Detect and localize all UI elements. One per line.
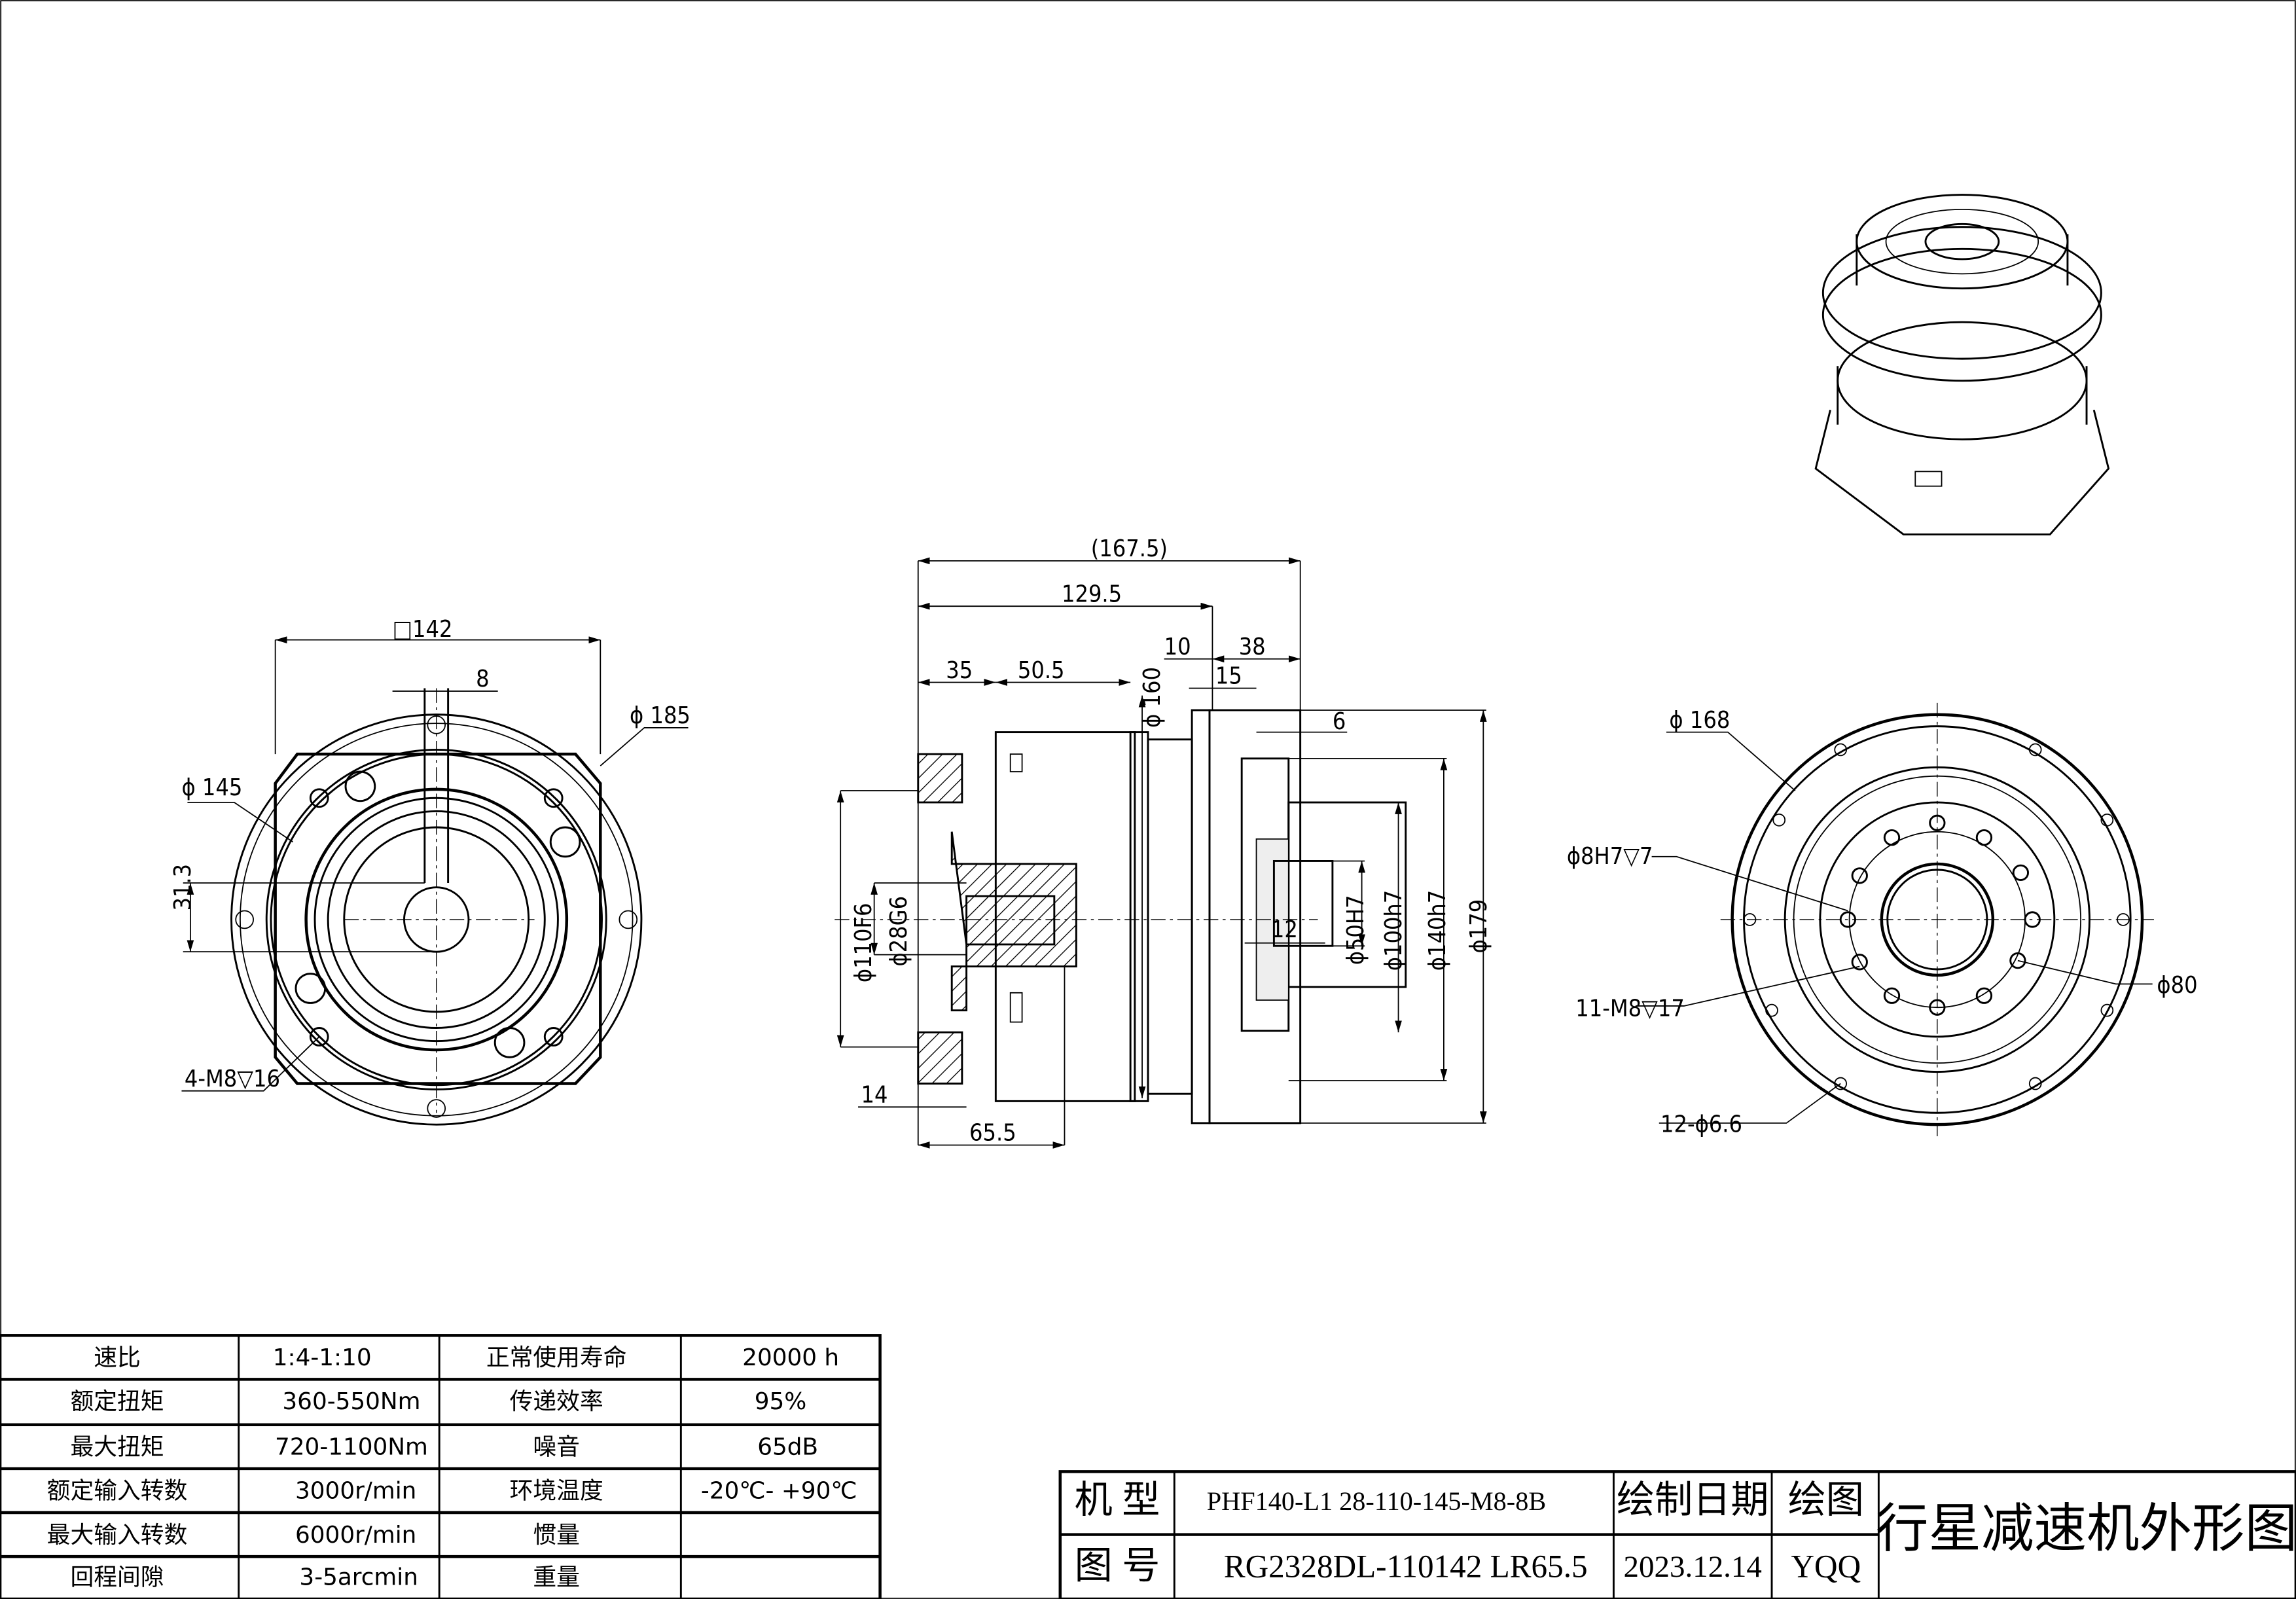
spec-value: 65dB bbox=[757, 1434, 818, 1461]
dim-dia-140: ϕ140h7 bbox=[1424, 890, 1451, 971]
dim-dia-input: ϕ110F6 bbox=[850, 903, 877, 982]
front-view-output: ϕ 168 ϕ8H7▽7 11-M8▽17 ϕ80 12-ϕ6.6 bbox=[1567, 702, 2198, 1138]
dim-dia-shaft: ϕ28G6 bbox=[886, 896, 912, 967]
dim-129-5: 129.5 bbox=[1062, 581, 1122, 607]
mount-hole-markers bbox=[235, 715, 638, 1118]
spec-label: 惯量 bbox=[533, 1522, 580, 1549]
drawing-no-label: 图 号 bbox=[1075, 1545, 1160, 1587]
spec-label: 额定扭矩 bbox=[70, 1388, 164, 1415]
isometric-view bbox=[1814, 194, 2110, 536]
drawing-title: 行星减速机外形图 bbox=[1876, 1500, 2296, 1558]
dim-key-height: 31.3 bbox=[170, 864, 196, 911]
dim-tapped-holes: 11-M8▽17 bbox=[1575, 996, 1685, 1022]
spec-value: 1:4-1:10 bbox=[273, 1344, 372, 1371]
spec-row: 额定输入转数 3000r/min 环境温度 -20℃- +90℃ bbox=[47, 1478, 857, 1505]
dim-65-5: 65.5 bbox=[969, 1120, 1016, 1147]
side-view-section: (167.5) 129.5 35 50.5 ϕ 160 10 38 15 6 ϕ… bbox=[834, 535, 1492, 1149]
model-value: PHF140-L1 28-110-145-M8-8B bbox=[1207, 1486, 1546, 1516]
dim-mount-holes-output: 12-ϕ6.6 bbox=[1660, 1111, 1742, 1138]
drawing-no-value: RG2328DL-110142 LR65.5 bbox=[1224, 1549, 1588, 1585]
spec-value: 6000r/min bbox=[295, 1522, 416, 1549]
spec-row: 最大输入转数 6000r/min 惯量 bbox=[47, 1522, 580, 1549]
spec-value: 720-1100Nm bbox=[275, 1434, 428, 1461]
dim-key-width: 8 bbox=[476, 666, 489, 692]
spec-table: 速比 1:4-1:10 正常使用寿命 20000 h 额定扭矩 360-550N… bbox=[0, 1334, 882, 1599]
dim-dia-50: ϕ50H7 bbox=[1342, 895, 1369, 965]
spec-value: 3000r/min bbox=[295, 1478, 416, 1505]
dim-mount-holes: 4-M8▽16 bbox=[185, 1066, 280, 1092]
dim-dia-185: ϕ 185 bbox=[630, 702, 691, 729]
dim-bore: ϕ80 bbox=[2157, 972, 2197, 999]
dim-50-5: 50.5 bbox=[1018, 657, 1065, 684]
spec-label: 回程间隙 bbox=[70, 1564, 164, 1591]
spec-label: 最大扭矩 bbox=[70, 1434, 164, 1461]
dim-dia-145: ϕ 145 bbox=[181, 774, 242, 801]
front-view-input: □142 8 ϕ 185 ϕ 145 31.3 4-M8▽16 bbox=[170, 616, 691, 1126]
spec-label: 最大输入转数 bbox=[47, 1522, 188, 1549]
spec-value: 360-550Nm bbox=[282, 1388, 420, 1415]
dim-dia-168: ϕ 168 bbox=[1669, 707, 1730, 734]
dim-overall-length: (167.5) bbox=[1091, 535, 1168, 562]
spec-value: 95% bbox=[755, 1388, 807, 1415]
dim-dia-100: ϕ100h7 bbox=[1380, 890, 1407, 971]
spec-label: 速比 bbox=[94, 1344, 141, 1371]
spec-value: 3-5arcmin bbox=[299, 1564, 418, 1591]
spec-label: 传递效率 bbox=[510, 1388, 603, 1415]
date-label: 绘制日期 bbox=[1617, 1479, 1769, 1521]
spec-value: -20℃- +90℃ bbox=[701, 1478, 857, 1505]
spec-label: 噪音 bbox=[533, 1434, 580, 1461]
dim-12: 12 bbox=[1271, 916, 1298, 943]
spec-label: 正常使用寿命 bbox=[486, 1344, 627, 1371]
dim-35: 35 bbox=[946, 657, 973, 684]
dim-square-142: □142 bbox=[393, 616, 453, 643]
dim-6: 6 bbox=[1333, 708, 1346, 735]
spec-row: 速比 1:4-1:10 正常使用寿命 20000 h bbox=[94, 1344, 839, 1371]
dim-10: 10 bbox=[1164, 634, 1191, 660]
date-value: 2023.12.14 bbox=[1624, 1550, 1762, 1584]
spec-row: 最大扭矩 720-1100Nm 噪音 65dB bbox=[70, 1434, 818, 1461]
spec-row: 额定扭矩 360-550Nm 传递效率 95% bbox=[70, 1388, 806, 1415]
model-label: 机 型 bbox=[1075, 1479, 1160, 1521]
drawer-label: 绘图 bbox=[1788, 1479, 1864, 1521]
drawer-value: YQQ bbox=[1791, 1549, 1861, 1585]
spec-label: 重量 bbox=[533, 1564, 580, 1591]
dim-15: 15 bbox=[1215, 663, 1242, 690]
spec-row: 回程间隙 3-5arcmin 重量 bbox=[70, 1564, 579, 1591]
spec-value: 20000 h bbox=[742, 1344, 839, 1371]
dim-14: 14 bbox=[861, 1082, 888, 1109]
spec-label: 额定输入转数 bbox=[47, 1478, 188, 1505]
dim-pin-hole: ϕ8H7▽7 bbox=[1567, 843, 1653, 870]
spec-label: 环境温度 bbox=[510, 1478, 603, 1505]
dim-38: 38 bbox=[1239, 634, 1266, 660]
dim-dia-179: ϕ179 bbox=[1465, 899, 1492, 954]
title-block: 机 型 PHF140-L1 28-110-145-M8-8B 绘制日期 绘图 图… bbox=[1058, 1470, 2296, 1599]
dim-dia-160: ϕ 160 bbox=[1139, 667, 1166, 728]
